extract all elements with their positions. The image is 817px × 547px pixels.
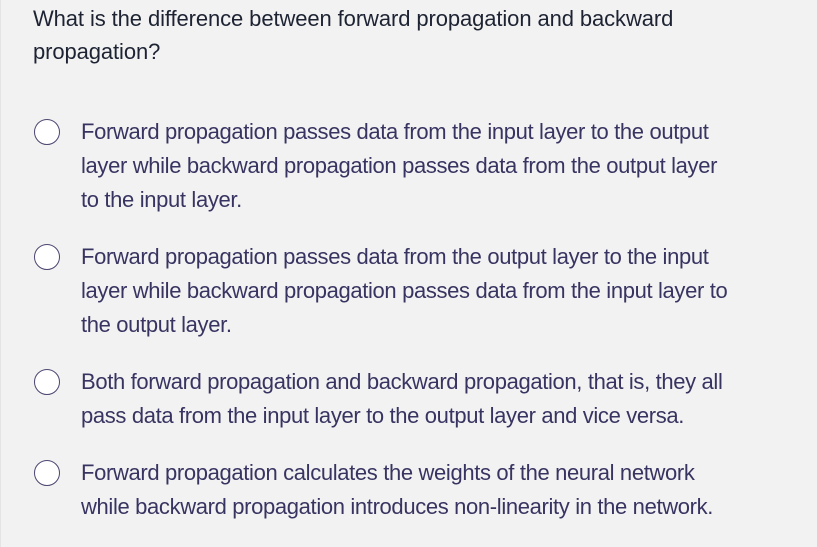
question-text: What is the difference between forward p… <box>33 2 793 68</box>
option-line: Forward propagation passes data from the… <box>81 244 709 269</box>
question-line: What is the difference between forward p… <box>33 6 674 31</box>
answer-option-label: Forward propagation passes data from the… <box>81 115 817 217</box>
radio-button-icon[interactable] <box>34 119 60 145</box>
option-line: Both forward propagation and backward pr… <box>81 369 723 394</box>
option-line: pass data from the input layer to the ou… <box>81 403 685 428</box>
option-line: layer while backward propagation passes … <box>81 153 718 178</box>
radio-button-icon[interactable] <box>34 369 60 395</box>
question-line: propagation? <box>33 39 161 64</box>
answer-option-label: Forward propagation calculates the weigh… <box>81 456 817 524</box>
radio-button-icon[interactable] <box>34 460 60 486</box>
option-line: layer while backward propagation passes … <box>81 278 728 303</box>
option-line: Forward propagation passes data from the… <box>81 119 709 144</box>
radio-button-icon[interactable] <box>34 244 60 270</box>
option-line: the output layer. <box>81 312 232 337</box>
option-line: Forward propagation calculates the weigh… <box>81 460 695 485</box>
answer-option-label: Both forward propagation and backward pr… <box>81 365 817 433</box>
option-line: while backward propagation introduces no… <box>81 494 714 519</box>
answer-option-label: Forward propagation passes data from the… <box>81 240 817 342</box>
option-line: to the input layer. <box>81 187 242 212</box>
